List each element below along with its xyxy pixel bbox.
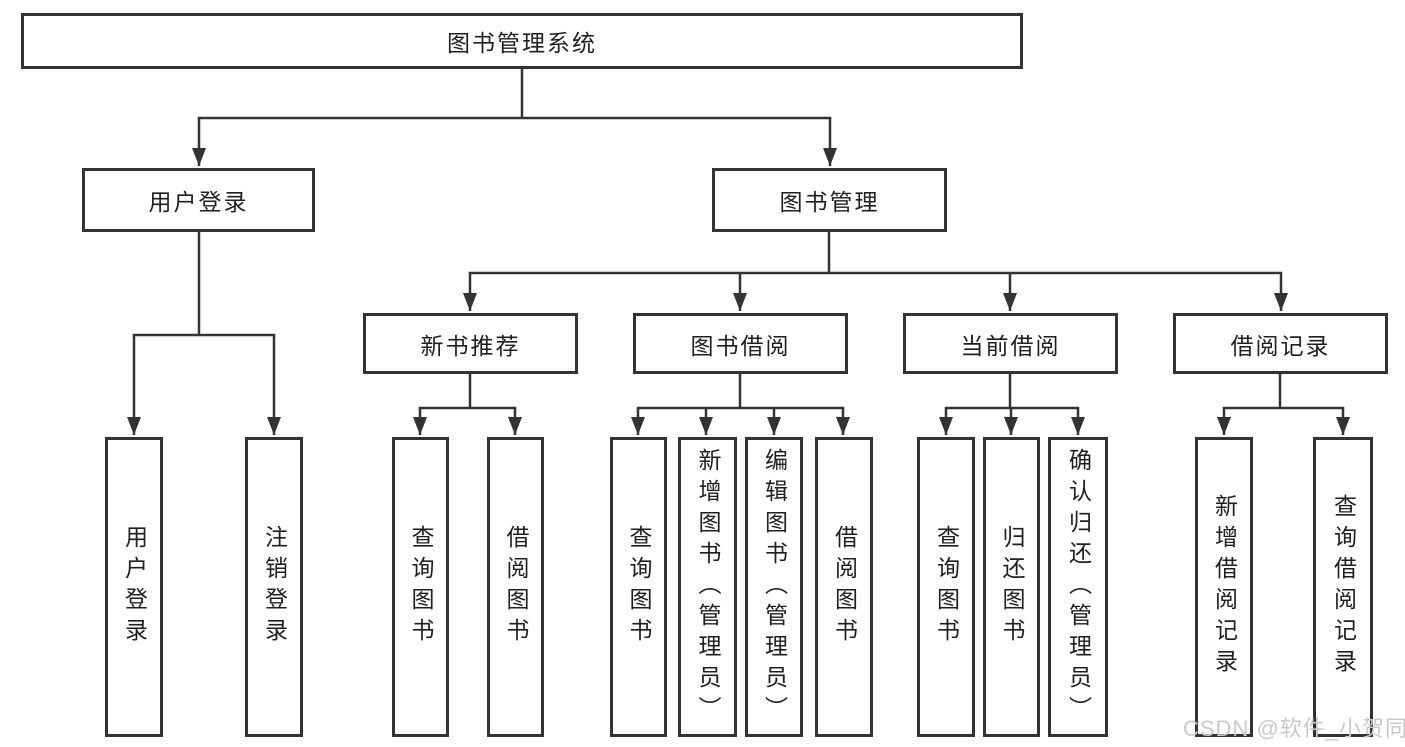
node-label: 图书管理系统 xyxy=(447,30,597,56)
leaf-label: 借阅图书 xyxy=(503,525,529,649)
leaf-add-borrow-record: 新增借阅记录 xyxy=(1195,437,1253,737)
leaf-label: 查询图书 xyxy=(408,525,434,649)
node-user-login: 用户登录 xyxy=(82,168,315,232)
leaf-query-books-recommend: 查询图书 xyxy=(392,437,449,737)
leaf-confirm-return-admin: 确认归还（管理员） xyxy=(1048,437,1108,737)
node-book-management: 图书管理 xyxy=(712,168,947,232)
csdn-watermark: CSDN @软件_小贺同学 xyxy=(1183,716,1405,741)
leaf-label: 查询图书 xyxy=(933,525,960,649)
node-label: 新书推荐 xyxy=(420,332,521,359)
node-borrowing-records: 借阅记录 xyxy=(1173,313,1388,374)
leaf-label: 归还图书 xyxy=(999,525,1025,649)
leaf-user-login: 用户登录 xyxy=(105,437,163,737)
leaf-query-borrow-record: 查询借阅记录 xyxy=(1313,437,1373,737)
node-book-borrowing: 图书借阅 xyxy=(633,313,848,374)
node-label: 用户登录 xyxy=(148,189,249,215)
leaf-label: 查询借阅记录 xyxy=(1330,494,1357,680)
leaf-label: 用户登录 xyxy=(121,525,148,649)
leaf-borrow-books: 借阅图书 xyxy=(815,437,873,737)
node-library-management-system: 图书管理系统 xyxy=(21,13,1023,69)
leaf-label: 新增图书（管理员） xyxy=(695,447,721,727)
leaf-edit-books-admin: 编辑图书（管理员） xyxy=(745,437,803,737)
leaf-label: 编辑图书（管理员） xyxy=(761,447,788,727)
node-label: 当前借阅 xyxy=(960,332,1061,359)
leaf-label: 确认归还（管理员） xyxy=(1065,447,1092,727)
node-label: 图书管理 xyxy=(779,189,880,215)
leaf-label: 查询图书 xyxy=(626,525,652,649)
leaf-return-books: 归还图书 xyxy=(983,437,1040,737)
leaf-logout: 注销登录 xyxy=(245,437,303,737)
leaf-query-books-borrow: 查询图书 xyxy=(610,437,667,737)
leaf-add-books-admin: 新增图书（管理员） xyxy=(678,437,737,737)
leaf-label: 新增借阅记录 xyxy=(1211,494,1238,680)
leaf-borrow-books-recommend: 借阅图书 xyxy=(487,437,544,737)
node-label: 借阅记录 xyxy=(1230,332,1331,359)
node-new-book-recommendation: 新书推荐 xyxy=(363,313,578,374)
node-label: 图书借阅 xyxy=(690,332,791,359)
leaf-query-books-current: 查询图书 xyxy=(917,437,975,737)
node-current-borrowing: 当前借阅 xyxy=(903,313,1118,374)
leaf-label: 注销登录 xyxy=(261,525,288,649)
leaf-label: 借阅图书 xyxy=(831,525,858,649)
